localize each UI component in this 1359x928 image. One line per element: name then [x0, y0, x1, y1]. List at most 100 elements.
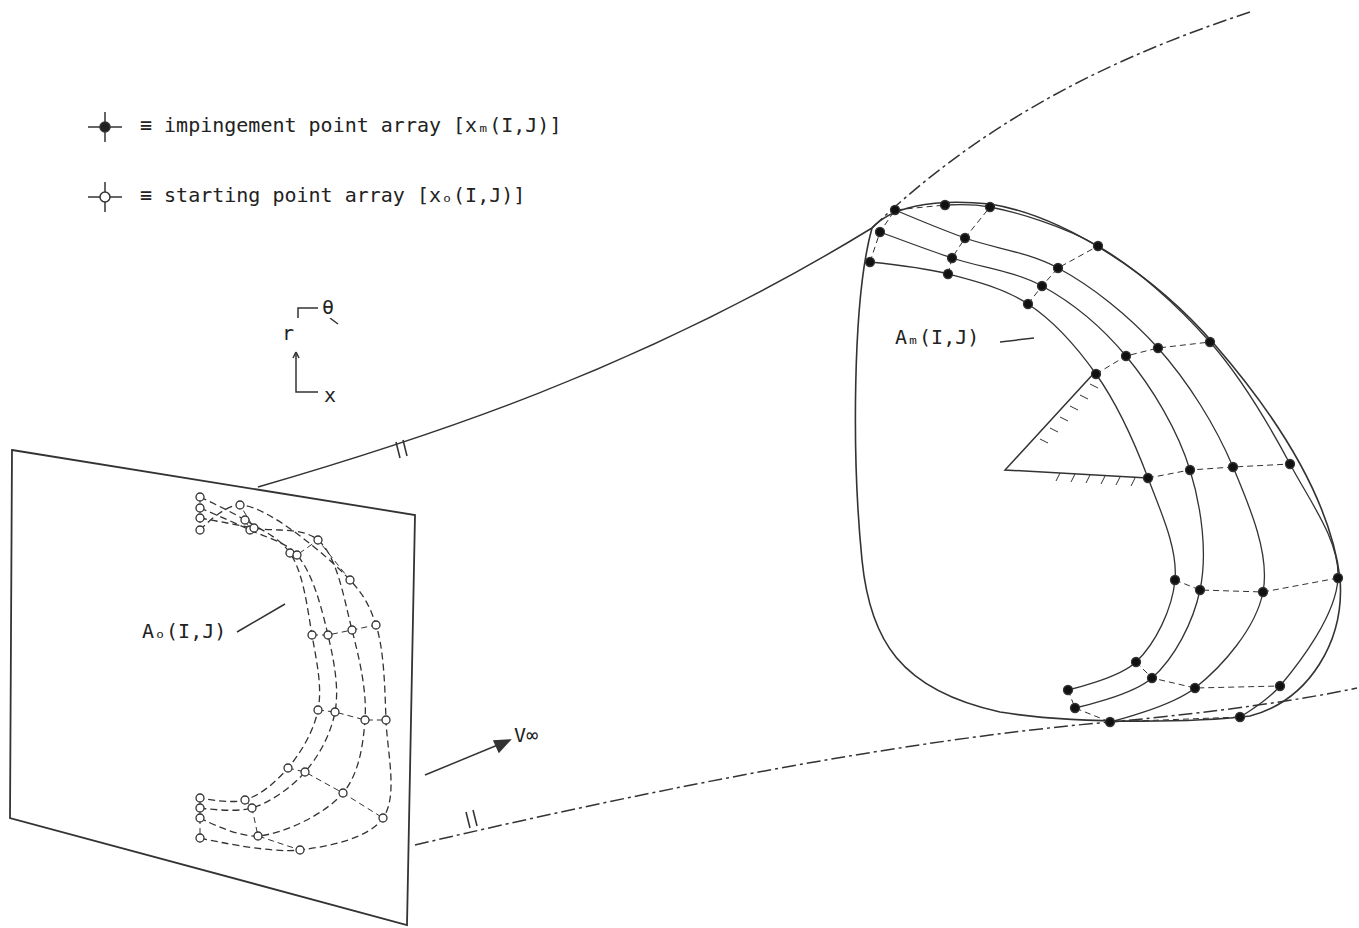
grid-curve: [945, 205, 1338, 717]
axis-triad: [293, 308, 338, 392]
impingement-point: [948, 254, 957, 263]
axis-label: θ: [320, 296, 336, 318]
impingement-point: [1236, 713, 1245, 722]
starting-point: [284, 764, 292, 772]
impingement-grid: [866, 201, 1343, 727]
starting-point: [314, 536, 322, 544]
starting-point: [324, 631, 332, 639]
impingement-point: [941, 201, 950, 210]
impingement-point: [1132, 658, 1141, 667]
grid-ray: [245, 800, 300, 850]
grid-curve: [870, 262, 1175, 690]
axis-label: x: [322, 384, 338, 406]
grid-ray: [948, 207, 990, 274]
impingement-point: [1038, 282, 1047, 291]
starting-point: [196, 794, 204, 802]
impingement-point: [1122, 352, 1131, 361]
impingement-point: [1229, 463, 1238, 472]
starting-point: [196, 526, 204, 534]
impingement-point: [1276, 682, 1285, 691]
starting-point: [236, 501, 244, 509]
starting-point: [296, 846, 304, 854]
nacelle-upper-extension: [258, 228, 872, 487]
starting-point: [196, 804, 204, 812]
grid-curve: [200, 497, 320, 802]
impingement-point: [1106, 718, 1115, 727]
impingement-point: [1171, 576, 1180, 585]
impingement-point: [1064, 686, 1073, 695]
angle-symbol: [1005, 372, 1148, 486]
grid-ray: [1028, 246, 1098, 304]
impingement-point: [1286, 460, 1295, 469]
impingement-point: [1259, 588, 1268, 597]
impingement-point: [1148, 674, 1157, 683]
starting-point: [382, 716, 390, 724]
grid-ray: [1136, 662, 1280, 688]
impingement-point: [1054, 264, 1063, 273]
grid-ray: [1096, 342, 1210, 374]
grid-ray: [1148, 464, 1290, 478]
impingement-point: [986, 203, 995, 212]
starting-point: [250, 524, 258, 532]
impingement-point: [891, 206, 900, 215]
grid-curve: [200, 505, 391, 851]
inlet-lip: [855, 202, 1340, 721]
leader-line: [1000, 338, 1034, 342]
starting-point: [241, 516, 249, 524]
grid-curve: [880, 232, 1203, 708]
filled-point-symbol: [88, 112, 122, 142]
starting-plane: [10, 450, 415, 925]
starting-point: [308, 631, 316, 639]
area-label: Aₘ(I,J): [893, 326, 981, 348]
starting-point: [196, 504, 204, 512]
impingement-point: [1092, 370, 1101, 379]
impingement-point: [1154, 344, 1163, 353]
starting-grid: [196, 493, 391, 854]
starting-point: [346, 576, 354, 584]
impingement-point: [1024, 300, 1033, 309]
nacelle-upper-line: [872, 12, 1250, 228]
starting-point: [361, 716, 369, 724]
starting-point: [248, 804, 256, 812]
starting-point: [331, 708, 339, 716]
leader-line: [237, 604, 285, 632]
grid-ray: [870, 205, 945, 262]
grid-curve: [895, 210, 1264, 722]
starting-point: [254, 832, 262, 840]
nacelle-lower-line: [415, 688, 1357, 845]
impingement-point: [1334, 574, 1343, 583]
grid-curve: [200, 518, 365, 836]
grid-ray: [288, 768, 383, 818]
starting-point: [196, 814, 204, 822]
grid-ray: [318, 710, 386, 720]
starting-point: [301, 768, 309, 776]
impingement-point: [944, 270, 953, 279]
starting-point: [339, 789, 347, 797]
grid-ray: [290, 540, 350, 580]
grid-ray: [1068, 690, 1240, 722]
starting-point: [241, 796, 249, 804]
impingement-point: [961, 234, 970, 243]
starting-point: [314, 706, 322, 714]
starting-point: [196, 834, 204, 842]
starting-point: [379, 814, 387, 822]
open-point-symbol: [88, 182, 122, 212]
impingement-point: [1071, 704, 1080, 713]
starting-point: [196, 493, 204, 501]
legend-text: ≡ starting point array [xₒ(I,J)]: [140, 184, 525, 206]
starting-point: [196, 514, 204, 522]
area-label: Aₒ(I,J): [140, 620, 228, 642]
impingement-point: [1196, 586, 1205, 595]
axis-label: r: [280, 322, 296, 344]
starting-point: [293, 551, 301, 559]
impingement-point: [1191, 684, 1200, 693]
starting-point: [348, 626, 356, 634]
grid-ray: [312, 625, 376, 635]
impingement-point: [1144, 474, 1153, 483]
velocity-arrow: [425, 740, 510, 775]
velocity-label: V∞: [512, 724, 540, 746]
impingement-point: [1206, 338, 1215, 347]
impingement-point: [1186, 466, 1195, 475]
impingement-point: [1094, 242, 1103, 251]
